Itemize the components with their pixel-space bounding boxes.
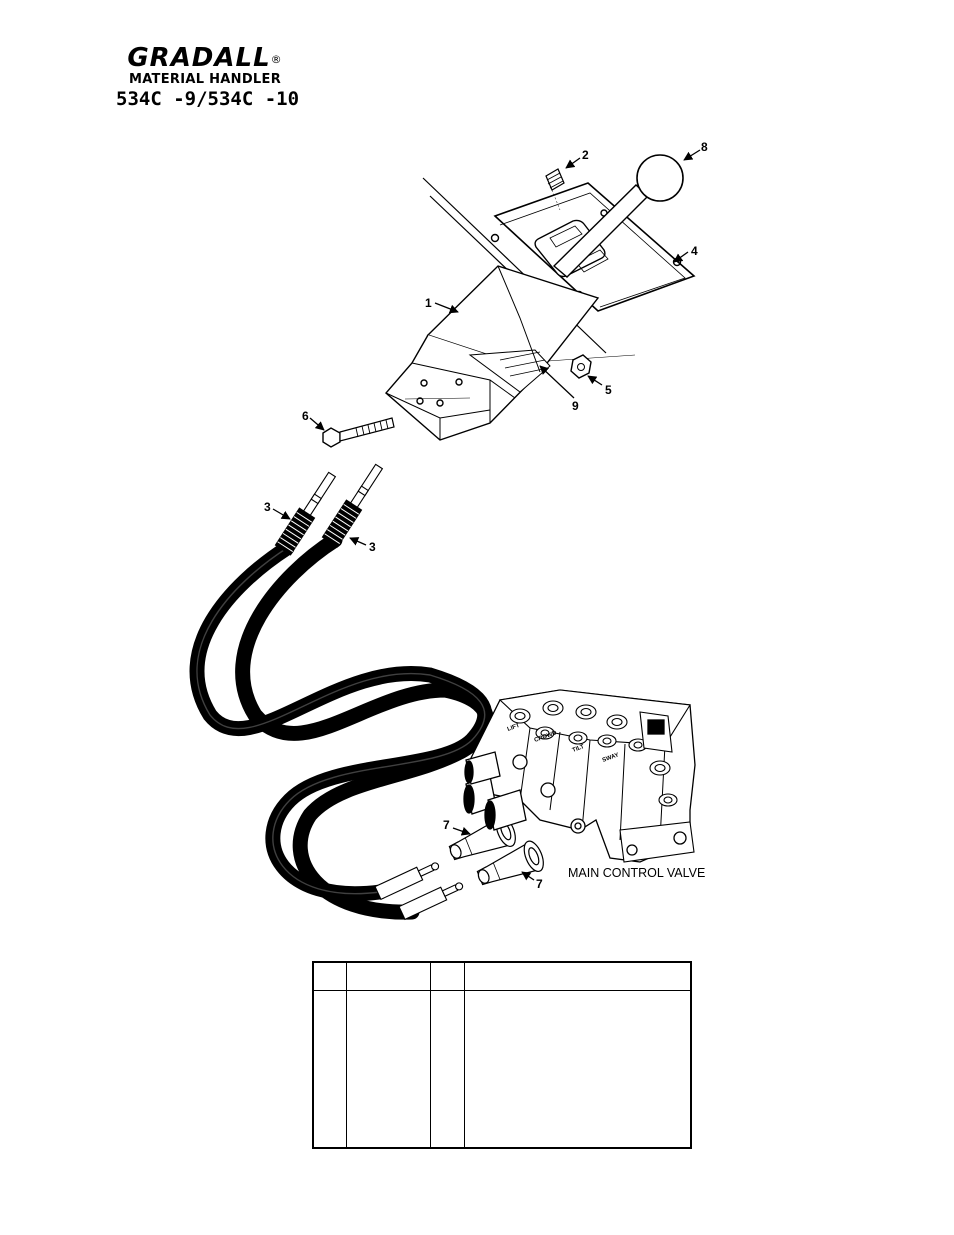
callout-6: 6 [302, 409, 309, 423]
parts-list-table [312, 961, 692, 1149]
dust-boots [448, 815, 544, 886]
brand-name: GRADALL [127, 43, 271, 73]
document-subtitle: MATERIAL HANDLER [128, 72, 282, 87]
model-number: 534C -9/534C -10 [116, 88, 300, 110]
section-tag-sway: SWAY [602, 752, 620, 763]
callout-9: 9 [572, 399, 579, 413]
document-header: GRADALL® MATERIAL HANDLER 534C -9/534C -… [110, 44, 300, 110]
callout-3b: 3 [369, 540, 376, 554]
callout-arrows [272, 149, 701, 881]
callout-2: 2 [582, 148, 589, 162]
table-column-divider [464, 963, 465, 1147]
callout-1: 1 [425, 296, 432, 310]
control-handle-assembly [322, 154, 696, 448]
main-control-valve: LIFT CROWD TILT SWAY [463, 689, 696, 863]
callout-numbers: 1 2 3 3 4 5 6 7 7 8 9 [264, 140, 708, 891]
section-tag-lift: LIFT [507, 723, 521, 733]
registered-mark: ® [270, 53, 283, 66]
callout-7a: 7 [443, 818, 450, 832]
callout-7b: 7 [536, 877, 543, 891]
brand-logo: GRADALL® [110, 44, 300, 72]
section-tag-tilt: TILT [572, 744, 586, 754]
table-header-divider [314, 990, 690, 991]
callout-3a: 3 [264, 500, 271, 514]
parts-illustration: LIFT CROWD TILT SWAY 1 2 3 3 4 5 6 7 7 8… [189, 140, 708, 921]
hydraulic-hoses [189, 532, 495, 920]
callout-4: 4 [691, 244, 698, 258]
callout-5: 5 [605, 383, 612, 397]
callout-8: 8 [701, 140, 708, 154]
main-control-valve-label: MAIN CONTROL VALVE [568, 866, 705, 880]
hose-bottom-fittings [374, 862, 464, 921]
hose-top-fittings [274, 463, 384, 556]
table-column-divider [430, 963, 431, 1147]
table-column-divider [346, 963, 347, 1147]
